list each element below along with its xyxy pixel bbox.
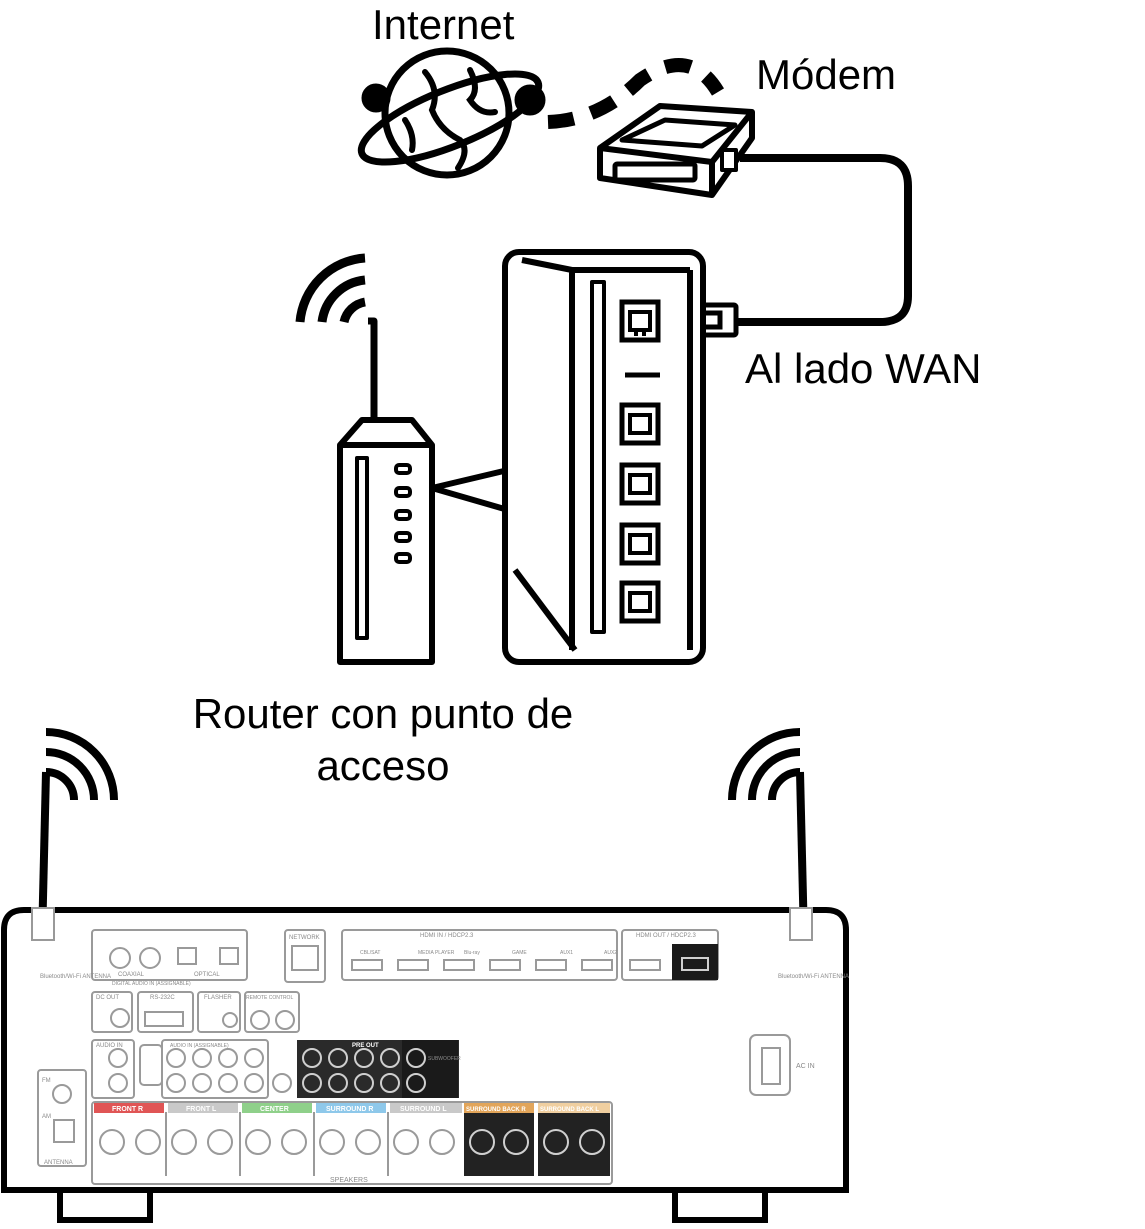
- flasher-label: FLASHER: [204, 995, 232, 1001]
- hdmi-input-label: Blu-ray: [464, 950, 480, 956]
- speaker-group-label: FRONT R: [112, 1106, 143, 1113]
- globe-icon: [357, 47, 546, 179]
- lan-port-icon: [619, 462, 661, 506]
- router-label-line1: Router con punto de: [192, 690, 574, 737]
- hdmi-input-label: GAME: [512, 950, 527, 956]
- wan-port-icon: [619, 299, 661, 343]
- surround-l-header: [390, 1103, 462, 1113]
- wan-side-label: Al lado WAN: [745, 345, 982, 392]
- am-label: AM: [42, 1114, 51, 1120]
- lan-port-icon: [619, 522, 661, 566]
- fm-label: FM: [42, 1078, 51, 1084]
- hdmi-in-label: HDMI IN / HDCP2.3: [420, 933, 474, 939]
- hdmi-input-label: AUX2: [604, 950, 617, 956]
- hdmi-out-label: HDMI OUT / HDCP2.3: [636, 933, 697, 939]
- router-label: Router con punto de acceso: [0, 688, 766, 792]
- speaker-group-label: FRONT L: [186, 1106, 217, 1113]
- surround-back-r-header: [464, 1103, 534, 1113]
- digital-audio-in-label: DIGITAL AUDIO IN (ASSIGNABLE): [112, 981, 191, 987]
- pre-out-label: PRE OUT: [352, 1043, 379, 1049]
- internet-modem-link: [547, 58, 725, 129]
- speaker-group-label: SURROUND BACK R: [466, 1107, 526, 1113]
- speaker-group-label: SURROUND L: [400, 1106, 447, 1113]
- right-antenna-label: Bluetooth/Wi-Fi ANTENNA: [778, 974, 849, 980]
- panel-dark-zones: [297, 944, 718, 1176]
- center-header: [242, 1103, 312, 1113]
- rs232c-label: RS-232C: [150, 995, 175, 1001]
- network-label: NETWORK: [289, 935, 320, 941]
- ac-in-label: AC IN: [796, 1063, 815, 1070]
- left-antenna-label: Bluetooth/Wi-Fi ANTENNA: [40, 974, 111, 980]
- speakers-label: SPEAKERS: [330, 1177, 368, 1184]
- speaker-group-label: SURROUND BACK L: [540, 1107, 599, 1113]
- front-l-header: [168, 1103, 238, 1113]
- wan-cable: [735, 154, 912, 326]
- hdmi-input-label: CBL/SAT: [360, 950, 380, 956]
- surround-r-header: [316, 1103, 386, 1113]
- router-icon: [337, 317, 435, 665]
- optical-label: OPTICAL: [194, 972, 220, 978]
- router-detail: [502, 249, 706, 665]
- antenna-label: ANTENNA: [44, 1160, 73, 1166]
- audio-in-label: AUDIO IN: [96, 1043, 123, 1049]
- speaker-group-label: SURROUND R: [326, 1106, 373, 1113]
- audio-in-assignable-label: AUDIO IN (ASSIGNABLE): [170, 1043, 229, 1049]
- internet-label: Internet: [372, 1, 515, 48]
- front-r-header: [94, 1103, 164, 1113]
- router-wifi-icon: [295, 253, 367, 324]
- av-receiver: Bluetooth/Wi-Fi ANTENNA Bluetooth/Wi-Fi …: [1, 907, 849, 1223]
- callout-wedge: [429, 467, 511, 513]
- hdmi-input-label: AUX1: [560, 950, 573, 956]
- ethernet-port-icons: [619, 299, 661, 624]
- surround-back-l-header: [538, 1103, 610, 1113]
- speaker-group-label: CENTER: [260, 1106, 289, 1113]
- lan-port-icon: [619, 402, 661, 446]
- router-label-line2: acceso: [316, 742, 450, 789]
- remote-control-label: REMOTE CONTROL: [246, 995, 293, 1001]
- subwoofer-label: SUBWOOFER: [428, 1056, 461, 1062]
- lan-port-icon: [619, 580, 661, 624]
- modem-label: Módem: [756, 51, 897, 98]
- hdmi-input-label: MEDIA PLAYER: [418, 950, 455, 956]
- coaxial-label: COAXIAL: [118, 972, 145, 978]
- dc-out-label: DC OUT: [96, 995, 119, 1001]
- modem-icon: [597, 103, 755, 198]
